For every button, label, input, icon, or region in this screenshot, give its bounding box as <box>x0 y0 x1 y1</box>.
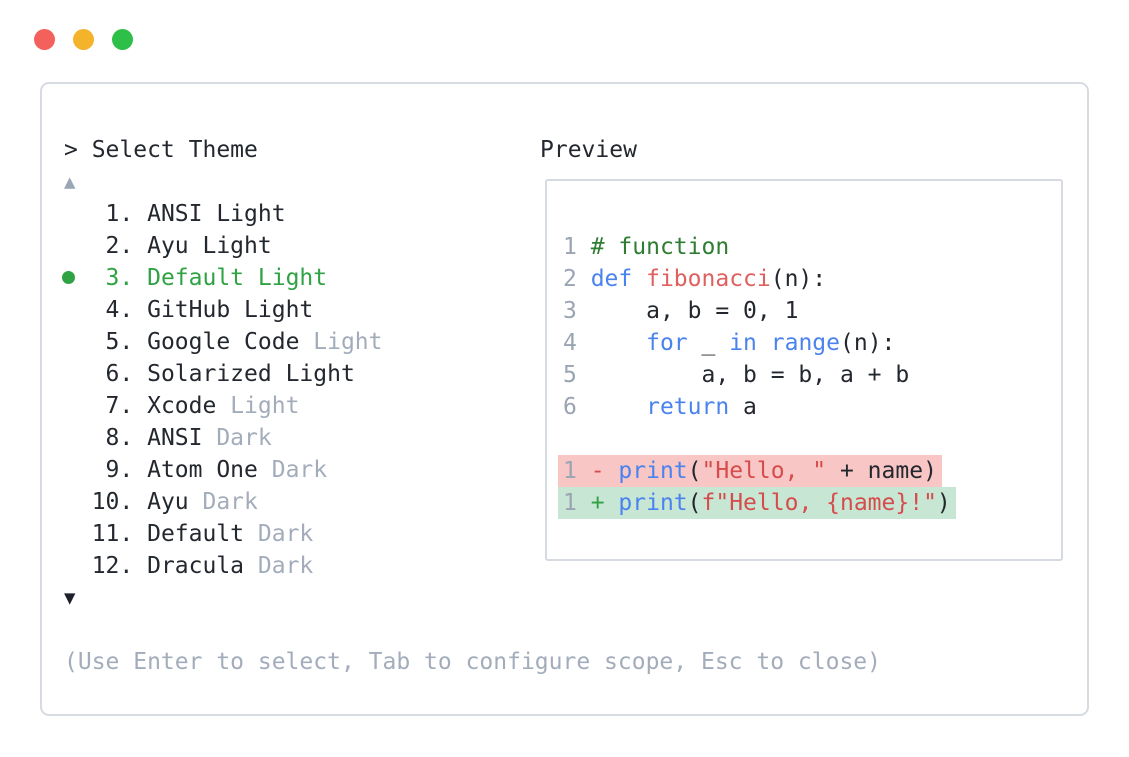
code-token: 5 <box>563 362 591 388</box>
theme-option-google-code[interactable]: 5. Google Code Light <box>64 326 383 358</box>
theme-name: Solarized Light <box>147 361 355 387</box>
theme-picker-panel: > Select Theme Preview ▲ 1. ANSI Light 2… <box>40 82 1089 716</box>
theme-option-ayu-dark[interactable]: 10. Ayu Dark <box>64 486 258 518</box>
theme-name: Ayu <box>147 489 189 515</box>
theme-number: 12. <box>64 553 148 579</box>
minimize-button[interactable] <box>73 29 94 50</box>
window-controls <box>34 29 133 50</box>
code-token: print <box>618 458 688 484</box>
theme-number: 2. <box>64 233 148 259</box>
code-token: 4 <box>563 330 591 356</box>
code-line-2: 2 def fibonacci(n): <box>563 263 826 295</box>
code-line-5: 5 a, b = b, a + b <box>563 359 909 391</box>
theme-variant: Light <box>299 329 383 355</box>
code-token: a, b = b, a + b <box>590 362 910 388</box>
theme-number: 3. <box>64 265 148 291</box>
code-token: a, b = 0, 1 <box>590 298 799 324</box>
code-token: for <box>646 330 688 356</box>
code-token: fibonacci <box>646 266 771 292</box>
theme-option-dracula[interactable]: 12. Dracula Dark <box>64 550 314 582</box>
scroll-up-icon[interactable]: ▲ <box>64 171 76 193</box>
code-token <box>591 394 646 420</box>
code-token: + name) <box>826 458 937 484</box>
theme-number: 4. <box>64 297 148 323</box>
scroll-down-icon[interactable]: ▼ <box>64 587 76 609</box>
theme-name: Google Code <box>147 329 300 355</box>
code-token: - <box>590 458 619 484</box>
help-text: (Use Enter to select, Tab to configure s… <box>64 649 881 675</box>
code-token <box>591 330 646 356</box>
theme-option-default-light[interactable]: 3. Default Light <box>64 262 328 294</box>
theme-name: GitHub Light <box>147 297 314 323</box>
code-token: print <box>618 490 688 516</box>
theme-name: Default Light <box>147 265 328 291</box>
theme-option-ansi-light[interactable]: 1. ANSI Light <box>64 198 286 230</box>
theme-name: Default <box>147 521 245 547</box>
theme-name: ANSI Light <box>147 201 286 227</box>
code-token: 3 <box>563 298 591 324</box>
theme-number: 6. <box>64 361 148 387</box>
zoom-button[interactable] <box>112 29 133 50</box>
code-token: ( <box>687 458 702 484</box>
theme-variant: Dark <box>257 457 328 483</box>
code-line-3: 3 a, b = 0, 1 <box>563 295 798 327</box>
theme-name: ANSI <box>147 425 203 451</box>
theme-name: Dracula <box>147 553 245 579</box>
code-token: (n): <box>840 330 896 356</box>
theme-number: 10. <box>64 489 148 515</box>
theme-number: 11. <box>64 521 148 547</box>
code-token: return <box>646 394 730 420</box>
code-token: f"Hello, {name}!" <box>701 490 937 516</box>
code-token: + <box>590 490 619 516</box>
diff-line-removed: 1 - print("Hello, " + name) <box>558 455 942 487</box>
code-token: ) <box>936 490 951 516</box>
theme-number: 1. <box>64 201 148 227</box>
theme-number: 8. <box>64 425 148 451</box>
code-token: in <box>729 330 757 356</box>
theme-variant: Dark <box>202 425 272 451</box>
theme-variant: Light <box>216 393 300 419</box>
theme-option-atom-one-dark[interactable]: 9. Atom One Dark <box>64 454 328 486</box>
code-token: 6 <box>563 394 591 420</box>
code-token: range <box>770 330 840 356</box>
code-token: def <box>590 266 633 292</box>
code-line-4: 4 for _ in range(n): <box>563 327 895 359</box>
theme-number: 5. <box>64 329 148 355</box>
code-token: a <box>729 394 757 420</box>
code-token: # function <box>590 234 730 260</box>
code-token <box>632 266 646 292</box>
theme-name: Ayu Light <box>147 233 272 259</box>
code-line-1: 1 # function <box>563 231 729 263</box>
preview-label: Preview <box>540 137 637 163</box>
theme-option-github-light[interactable]: 4. GitHub Light <box>64 294 314 326</box>
theme-option-default-dark[interactable]: 11. Default Dark <box>64 518 314 550</box>
select-theme-prompt: > Select Theme <box>64 137 258 163</box>
code-token: 1 <box>563 234 591 260</box>
code-token: 2 <box>563 266 591 292</box>
preview-pane: 1 # function 2 def fibonacci(n): 3 a, b … <box>545 179 1063 561</box>
code-token: 1 <box>563 458 591 484</box>
theme-option-solarized-light[interactable]: 6. Solarized Light <box>64 358 355 390</box>
code-line-6: 6 return a <box>563 391 757 423</box>
theme-name: Xcode <box>147 393 217 419</box>
theme-option-ayu-light[interactable]: 2. Ayu Light <box>64 230 272 262</box>
theme-option-ansi-dark[interactable]: 8. ANSI Dark <box>64 422 272 454</box>
code-token: (n): <box>770 266 827 292</box>
code-token: ( <box>687 490 702 516</box>
code-token: "Hello, " <box>701 458 827 484</box>
theme-option-xcode[interactable]: 7. Xcode Light <box>64 390 300 422</box>
theme-number: 9. <box>64 457 148 483</box>
selected-indicator-icon <box>62 271 75 284</box>
theme-name: Atom One <box>147 457 258 483</box>
close-button[interactable] <box>34 29 55 50</box>
diff-line-added: 1 + print(f"Hello, {name}!") <box>558 487 956 519</box>
theme-number: 7. <box>64 393 148 419</box>
code-token: _ <box>687 330 730 356</box>
theme-variant: Dark <box>244 553 314 579</box>
code-token: 1 <box>563 490 591 516</box>
theme-variant: Dark <box>188 489 258 515</box>
code-token <box>757 330 771 356</box>
theme-variant: Dark <box>244 521 314 547</box>
